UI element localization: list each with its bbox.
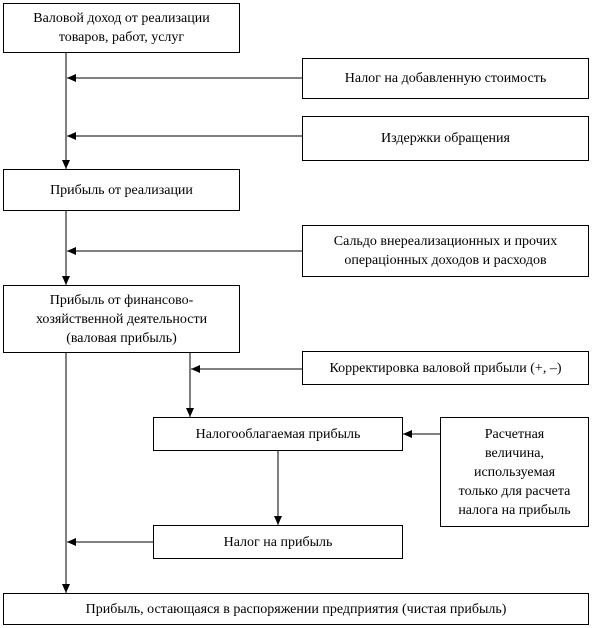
node-calculated-value-note: Расчетная величина, используемая только … <box>440 417 589 527</box>
node-gross-profit-adjustment: Корректировка валовой прибыли (+, –) <box>302 351 589 385</box>
node-taxable-profit: Налогооблагаемая прибыль <box>153 417 403 451</box>
node-non-operating-balance: Сальдо внереализационных и прочих операц… <box>302 225 589 277</box>
node-profit-tax: Налог на прибыль <box>153 525 403 559</box>
node-net-profit: Прибыль, остающаяся в распоряжении предп… <box>3 593 589 625</box>
node-sales-profit: Прибыль от реализации <box>3 169 240 211</box>
node-gross-income: Валовой доход от реализации товаров, раб… <box>3 3 240 53</box>
node-fin-econ-profit: Прибыль от финансово- хозяйственной деят… <box>3 285 240 353</box>
node-vat: Налог на добавленную стоимость <box>302 58 589 99</box>
node-distribution-costs: Издержки обращения <box>302 116 589 161</box>
